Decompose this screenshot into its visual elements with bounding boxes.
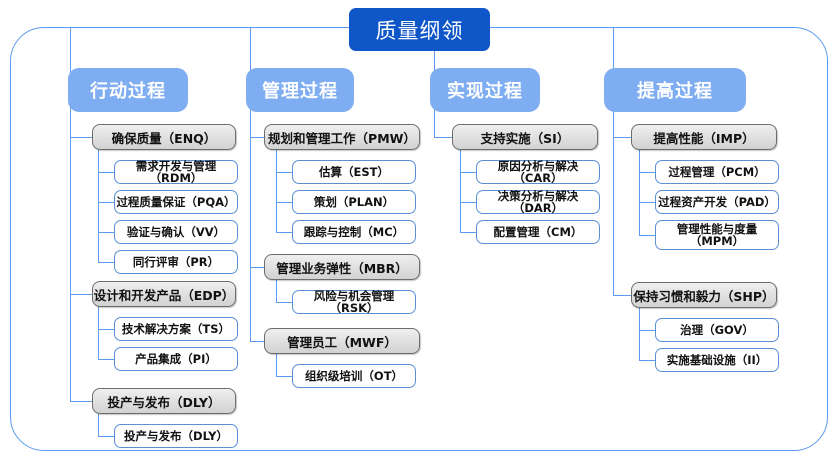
connector-2-0-1 [460,202,476,204]
connector-3-0-0 [639,172,655,174]
group-trunk-0-2 [98,414,100,436]
connector-stub-1-1 [250,267,264,269]
item-box-2-0-2[interactable]: 配置管理（CM） [476,220,600,244]
connector-stub-1-0 [250,137,264,139]
connector-1-0-1 [276,202,292,204]
connector-0-0-0 [98,172,114,174]
group-trunk-1-1 [276,280,278,302]
item-box-3-1-0[interactable]: 治理（GOV） [655,318,779,342]
item-box-0-1-0[interactable]: 技术解决方案（TS） [114,317,238,341]
group-box-1-2[interactable]: 管理员工（MWF） [264,328,420,354]
group-box-3-1[interactable]: 保持习惯和毅力（SHP） [631,282,777,308]
connector-3-0-1 [639,202,655,204]
connector-0-2-0 [98,436,114,438]
root-title: 质量纲领 [349,8,490,51]
column-header-2: 实现过程 [430,68,540,112]
column-header-1: 管理过程 [246,68,354,112]
item-box-0-0-1[interactable]: 过程质量保证（PQA） [114,190,238,214]
item-box-1-0-1[interactable]: 策划（PLAN） [292,190,416,214]
item-box-2-0-0[interactable]: 原因分析与解决（CAR） [476,160,600,184]
group-trunk-1-2 [276,354,278,376]
item-box-1-0-0[interactable]: 估算（EST） [292,160,416,184]
group-box-0-2[interactable]: 投产与发布（DLY） [92,388,236,414]
connector-3-1-0 [639,330,655,332]
group-trunk-0-0 [98,150,100,262]
item-box-3-0-2[interactable]: 管理性能与度量 （MPM） [655,220,779,250]
connector-stub-0-2 [70,401,92,403]
connector-0-0-3 [98,262,114,264]
item-box-0-0-3[interactable]: 同行评审（PR） [114,250,238,274]
connector-stub-0-0 [70,137,92,139]
group-trunk-2-0 [460,150,462,232]
connector-stub-3-0 [613,137,631,139]
connector-0-0-2 [98,232,114,234]
item-box-0-0-0[interactable]: 需求开发与管理（RDM） [114,160,238,184]
group-trunk-3-1 [639,308,641,360]
group-box-0-0[interactable]: 确保质量（ENQ） [92,124,236,150]
column-header-0: 行动过程 [68,68,188,112]
group-box-1-0[interactable]: 规划和管理工作（PMW） [264,124,420,150]
connector-stub-3-1 [613,295,631,297]
connector-1-2-0 [276,376,292,378]
group-box-0-1[interactable]: 设计和开发产品（EDP） [92,281,236,307]
item-box-1-0-2[interactable]: 跟踪与控制（MC） [292,220,416,244]
item-box-0-0-2[interactable]: 验证与确认（VV） [114,220,238,244]
connector-3-0-2 [639,235,655,237]
item-box-2-0-1[interactable]: 决策分析与解决（DAR） [476,190,600,214]
connector-1-1-0 [276,302,292,304]
connector-0-1-0 [98,329,114,331]
connector-3-1-1 [639,360,655,362]
group-box-3-0[interactable]: 提高性能（IMP） [631,124,777,150]
connector-0-1-1 [98,359,114,361]
group-trunk-1-0 [276,150,278,232]
group-box-1-1[interactable]: 管理业务弹性（MBR） [264,254,420,280]
connector-stub-2-0 [434,137,452,139]
column-trunk-1 [250,27,252,342]
item-box-1-1-0[interactable]: 风险与机会管理（RSK） [292,290,416,314]
connector-1-0-0 [276,172,292,174]
item-box-3-1-1[interactable]: 实施基础设施（II） [655,348,779,372]
connector-stub-1-2 [250,341,264,343]
group-trunk-0-1 [98,307,100,359]
item-box-1-2-0[interactable]: 组织级培训（OT） [292,364,416,388]
column-header-3: 提高过程 [604,68,746,112]
item-box-3-0-1[interactable]: 过程资产开发（PAD） [655,190,779,214]
group-trunk-3-0 [639,150,641,235]
item-box-0-1-1[interactable]: 产品集成（PI） [114,347,238,371]
item-box-3-0-0[interactable]: 过程管理（PCM） [655,160,779,184]
group-box-2-0[interactable]: 支持实施（SI） [452,124,598,150]
connector-0-0-1 [98,202,114,204]
item-box-0-2-0[interactable]: 投产与发布（DLY） [114,424,238,448]
connector-stub-0-1 [70,294,92,296]
connector-2-0-2 [460,232,476,234]
connector-2-0-0 [460,172,476,174]
column-trunk-0 [70,27,72,402]
connector-1-0-2 [276,232,292,234]
column-trunk-3 [613,27,615,295]
